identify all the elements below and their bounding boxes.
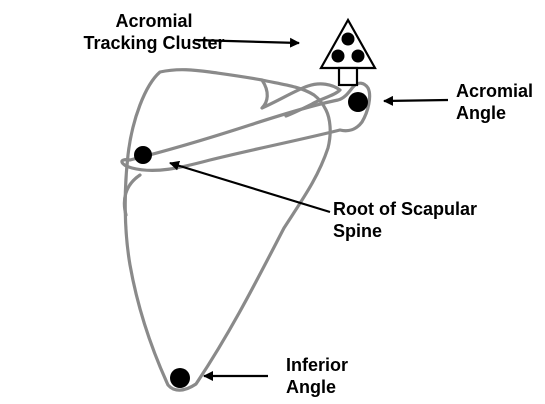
scapula-body-outline: [125, 70, 330, 390]
acromial-angle-marker: [348, 92, 368, 112]
tracking-cluster-label: Acromial Tracking Cluster: [62, 10, 246, 54]
tracking-cluster-icon: [321, 20, 375, 85]
root-scapular-spine-label: Root of Scapular Spine: [333, 198, 477, 242]
inferior-angle-label: Inferior Angle: [286, 354, 348, 398]
acromial-angle-arrow: [384, 100, 448, 101]
tracking-cluster-label-line1: Acromial: [62, 10, 246, 32]
inferior-angle-label-line1: Inferior: [286, 354, 348, 376]
inferior-angle-label-line2: Angle: [286, 376, 348, 398]
root-scapular-spine-marker: [134, 146, 152, 164]
acromial-angle-label-line2: Angle: [456, 102, 533, 124]
root-scapular-spine-label-line2: Spine: [333, 220, 477, 242]
inferior-angle-marker: [170, 368, 190, 388]
root-scapular-spine-label-line1: Root of Scapular: [333, 198, 477, 220]
acromion-process-outline: [262, 80, 340, 116]
acromial-angle-label-line1: Acromial: [456, 80, 533, 102]
acromial-angle-label: Acromial Angle: [456, 80, 533, 124]
tracking-cluster-label-line2: Tracking Cluster: [62, 32, 246, 54]
root-scapular-spine-arrow: [170, 163, 330, 212]
